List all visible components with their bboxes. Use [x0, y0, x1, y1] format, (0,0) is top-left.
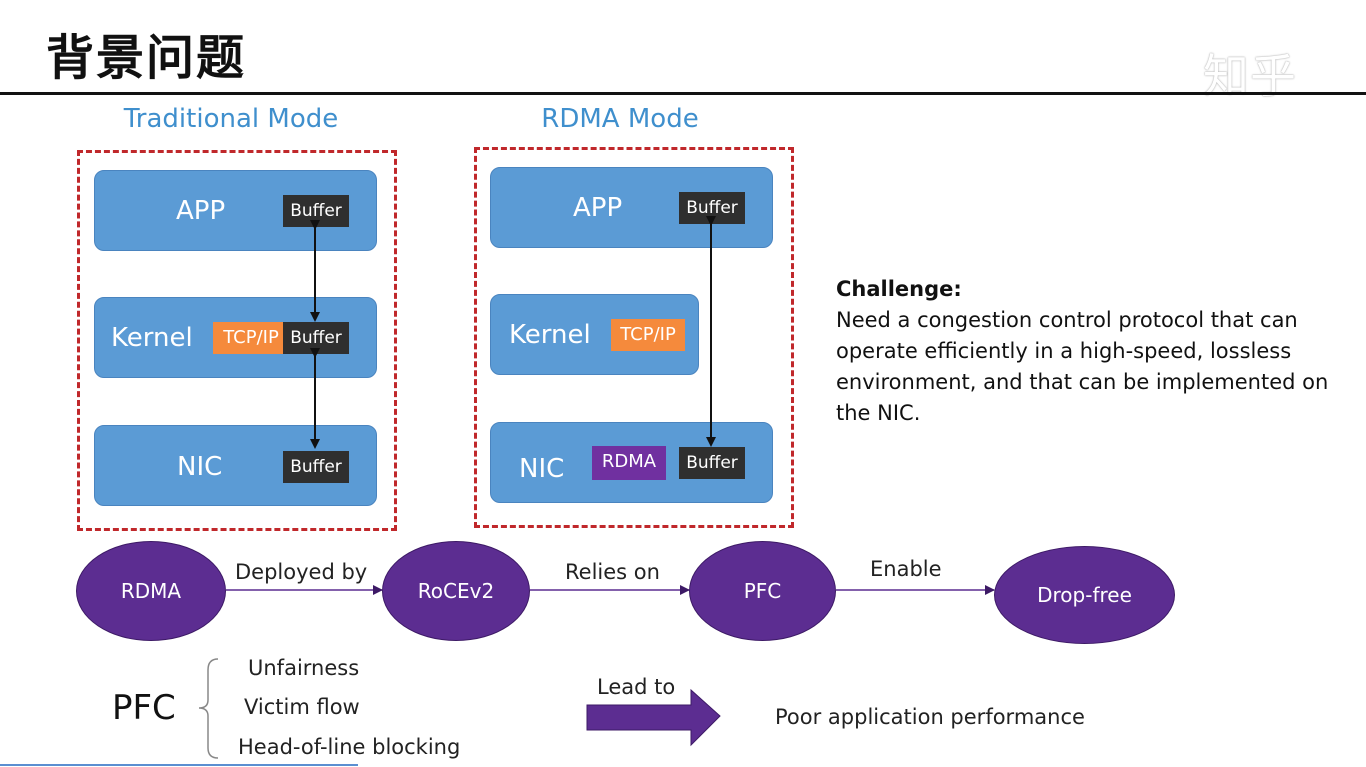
rdma-nic-layer: NIC RDMA Buffer: [490, 422, 773, 503]
rdma-box: RDMA: [592, 446, 666, 480]
traditional-app-layer: APP Buffer: [94, 170, 377, 251]
app-buffer: Buffer: [283, 195, 349, 227]
node-rdma: RDMA: [76, 541, 226, 641]
app-label: APP: [176, 196, 226, 226]
rdma-mode-title: RDMA Mode: [541, 104, 699, 134]
pfc-issue-unfairness: Unfairness: [248, 656, 360, 680]
edge-label-relies-on: Relies on: [565, 560, 660, 584]
rdma-mode-frame: [474, 147, 794, 528]
kernel-label: Kernel: [111, 323, 193, 353]
progress-line: [0, 764, 358, 766]
lead-to-arrow: [586, 688, 721, 747]
edge-label-deployed-by: Deployed by: [235, 560, 368, 584]
challenge-body: Need a congestion control protocol that …: [836, 308, 1329, 425]
traditional-nic-layer: NIC Buffer: [94, 425, 377, 506]
kernel-label: Kernel: [509, 320, 591, 350]
nic-buffer: Buffer: [283, 451, 349, 483]
nic-label: NIC: [177, 452, 223, 482]
edge-label-enable: Enable: [870, 557, 942, 581]
nic-buffer: Buffer: [679, 447, 745, 479]
traditional-mode-frame: [77, 150, 397, 531]
page-title: 背景问题: [46, 30, 247, 86]
pfc-issue-hol-blocking: Head-of-line blocking: [238, 735, 461, 759]
app-label: APP: [573, 193, 623, 223]
traditional-kernel-layer: Kernel TCP/IP Buffer: [94, 297, 377, 378]
pfc-issue-victim-flow: Victim flow: [244, 695, 360, 719]
pfc-label: PFC: [112, 688, 176, 728]
tcpip-box: TCP/IP: [213, 322, 289, 354]
node-pfc: PFC: [689, 541, 836, 641]
rdma-app-layer: APP Buffer: [490, 167, 773, 248]
challenge-heading: Challenge:: [836, 277, 962, 301]
result-text: Poor application performance: [775, 705, 1085, 729]
node-drop-free: Drop-free: [994, 546, 1175, 644]
tcpip-box: TCP/IP: [611, 319, 685, 351]
pfc-brace: [198, 658, 219, 759]
rdma-kernel-layer: Kernel TCP/IP: [490, 294, 699, 375]
lead-to-label: Lead to: [597, 675, 676, 699]
node-rocev2: RoCEv2: [382, 541, 530, 641]
nic-label: NIC: [519, 454, 565, 484]
traditional-mode-title: Traditional Mode: [123, 104, 339, 134]
title-divider: [0, 92, 1366, 95]
challenge-text: Challenge: Need a congestion control pro…: [836, 274, 1346, 429]
